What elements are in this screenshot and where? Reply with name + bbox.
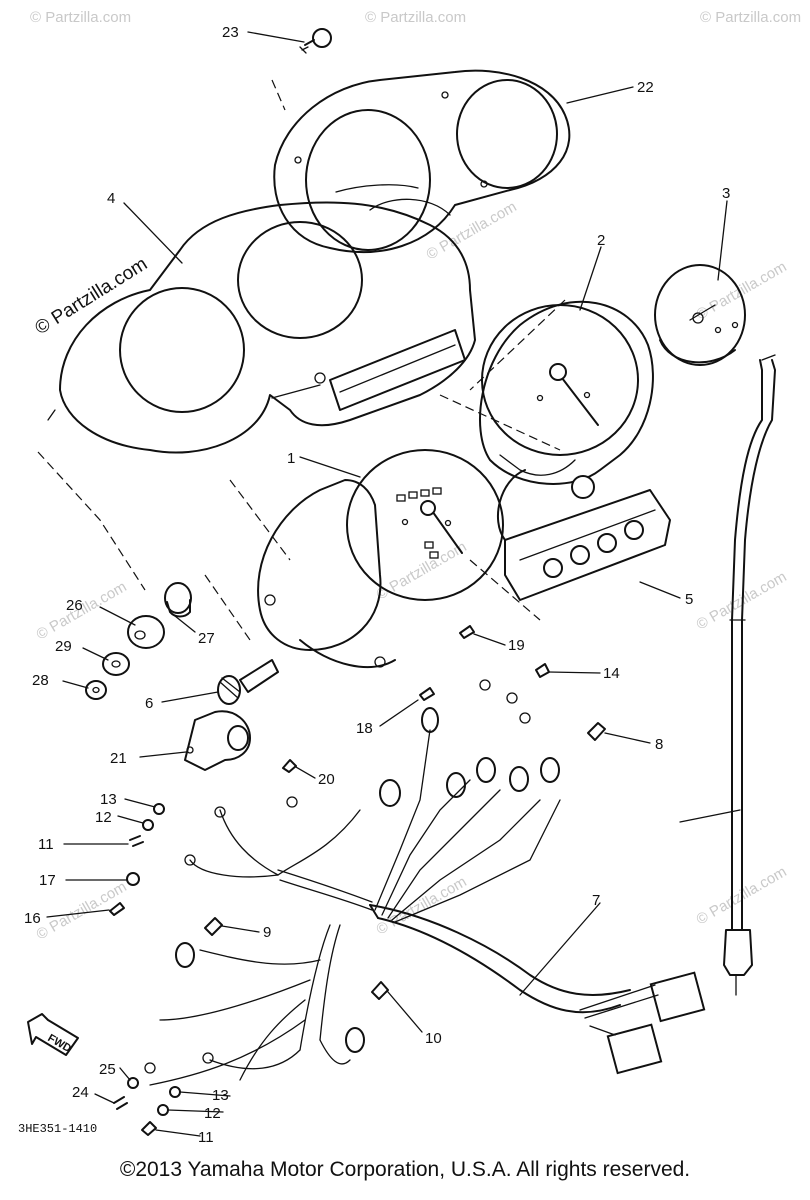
callout-9: 9 <box>263 924 271 941</box>
part-16-washer <box>126 872 140 886</box>
callout-28: 29 <box>55 638 72 655</box>
parts-diagram: © Partzilla.com © Partzilla.com © Partzi… <box>18 9 801 1145</box>
callout-21: 22 <box>637 79 654 96</box>
callout-24: 25 <box>99 1061 116 1078</box>
part-2-tachometer <box>479 300 654 485</box>
part-17-screw <box>419 687 435 701</box>
part-11-screw-lower <box>141 1121 157 1136</box>
callout-18: 19 <box>508 637 525 654</box>
callout-10: 10 <box>425 1030 442 1047</box>
watermark: © Partzilla.com <box>374 873 470 938</box>
part-14-bulb <box>535 663 550 678</box>
watermark-prominent: © Partzilla.com <box>32 254 152 340</box>
part-27-washer <box>85 680 107 700</box>
part-24-washer <box>127 1077 139 1089</box>
part-23-screw <box>113 1096 128 1110</box>
callout-2: 2 <box>597 232 605 249</box>
part-18-screw <box>459 625 475 639</box>
part-19-screw <box>282 759 297 773</box>
watermark: © Partzilla.com <box>700 9 801 26</box>
part-29-meter-cable <box>723 354 776 996</box>
callout-26: 27 <box>198 630 215 647</box>
callout-labels: 23 22 4 3 2 1 5 26 27 29 28 6 21 13 12 1… <box>18 24 730 1145</box>
copyright-notice: ©2013 Yamaha Motor Corporation, U.S.A. A… <box>119 1158 691 1181</box>
part-3-gauge <box>654 264 746 366</box>
watermark: © Partzilla.com <box>365 9 466 26</box>
callout-15: 16 <box>24 910 41 927</box>
callout-16: 17 <box>39 872 56 889</box>
part-26-bulb-socket <box>164 582 192 618</box>
part-11-screw-upper <box>129 835 144 847</box>
callout-5: 5 <box>685 591 693 608</box>
part-15-screw <box>109 902 125 916</box>
part-20-gear-unit <box>184 710 251 771</box>
callout-13-upper: 13 <box>100 791 117 808</box>
watermark: © Partzilla.com <box>694 258 790 323</box>
callout-19: 20 <box>318 771 335 788</box>
part-5-indicator-panel <box>496 469 671 601</box>
part-13-washer-upper <box>153 803 165 815</box>
alignment-lines <box>37 79 566 641</box>
part-8-bulb <box>587 722 606 741</box>
part-6-gear <box>217 659 279 705</box>
watermark: © Partzilla.com <box>424 198 520 263</box>
callout-12-lower: 12 <box>204 1105 221 1122</box>
leader-lines <box>46 31 741 1137</box>
callout-23: 24 <box>72 1084 89 1101</box>
callout-11-upper: 11 <box>38 836 54 853</box>
callout-3: 3 <box>722 185 730 202</box>
callout-14: 14 <box>603 665 620 682</box>
part-13-washer-lower <box>169 1086 181 1098</box>
part-12-washer-lower <box>157 1104 169 1116</box>
part-22-screw <box>299 28 332 54</box>
callout-13-lower: 13 <box>212 1087 229 1104</box>
callout-17: 18 <box>356 720 373 737</box>
fwd-arrow: FWD <box>27 1013 79 1056</box>
callout-25: 26 <box>66 597 83 614</box>
callout-7: 7 <box>592 892 600 909</box>
callout-8: 8 <box>655 736 663 753</box>
callout-11-lower: 11 <box>198 1129 214 1145</box>
drawing-code: 3HE351-1410 <box>18 1122 97 1136</box>
part-21-meter-cover <box>273 69 571 254</box>
callout-6: 6 <box>145 695 153 712</box>
watermark: © Partzilla.com <box>30 9 131 26</box>
callout-20: 21 <box>110 750 127 767</box>
part-1-speedometer <box>257 449 504 668</box>
part-25-grommet <box>127 615 165 649</box>
part-10-bulb <box>371 981 389 1000</box>
callout-4: 4 <box>107 190 115 207</box>
part-9-bulb <box>204 917 223 936</box>
part-4-meter-case <box>47 198 476 454</box>
part-7-wire-harness <box>144 679 706 1086</box>
callout-1: 1 <box>287 450 295 467</box>
callout-12-upper: 12 <box>95 809 112 826</box>
part-28-washer <box>102 652 130 676</box>
watermark-layer: © Partzilla.com © Partzilla.com © Partzi… <box>30 9 801 943</box>
part-12-washer-upper <box>142 819 154 831</box>
callout-27: 28 <box>32 672 49 689</box>
callout-22: 23 <box>222 24 239 41</box>
